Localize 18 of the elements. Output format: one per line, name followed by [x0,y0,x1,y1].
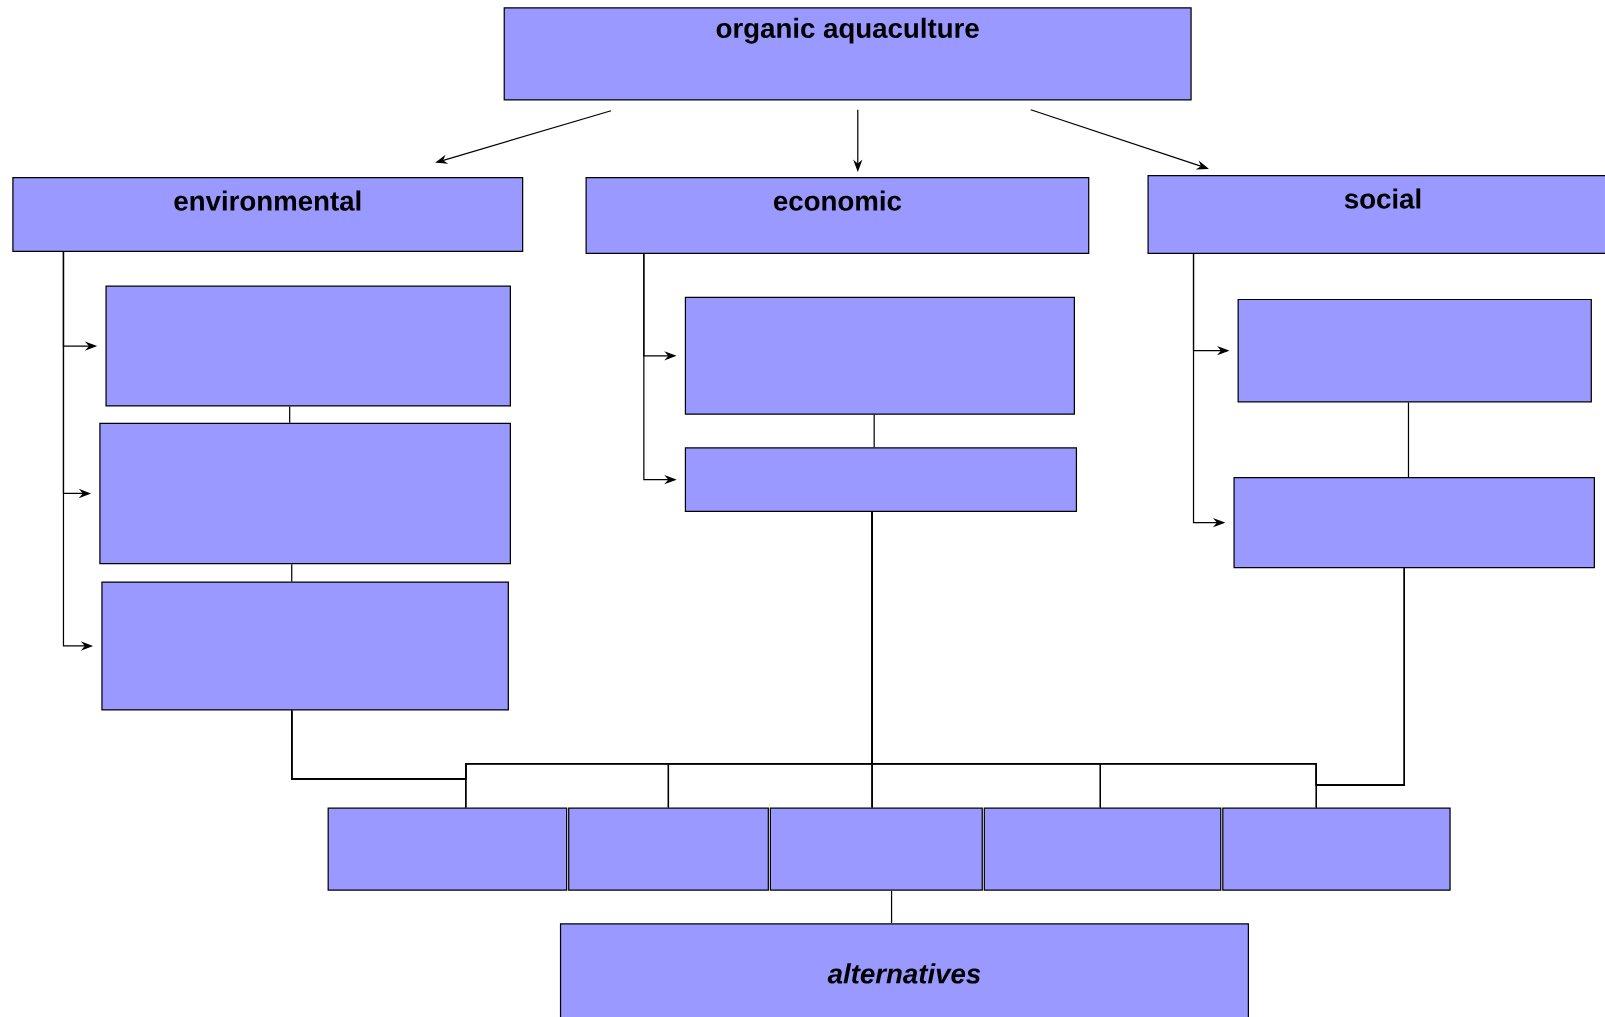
empty-box [684,447,1078,512]
empty-box [101,581,509,711]
header-box: social [1147,174,1605,254]
empty-box [99,422,511,564]
connector-line [291,563,293,582]
connector-line [1315,567,1405,808]
empty-box [105,285,511,407]
header-box: economic [585,176,1090,254]
connector-line [289,405,291,424]
connector-line [1407,401,1410,478]
connector-line [873,413,875,448]
empty-box [1237,298,1592,403]
header-box: environmental [12,176,524,252]
header-box: organic aquaculture [503,6,1192,101]
connector-line [890,889,893,924]
empty-box [684,296,1075,415]
empty-box [1233,476,1595,569]
header-box: alternatives [559,923,1249,1017]
